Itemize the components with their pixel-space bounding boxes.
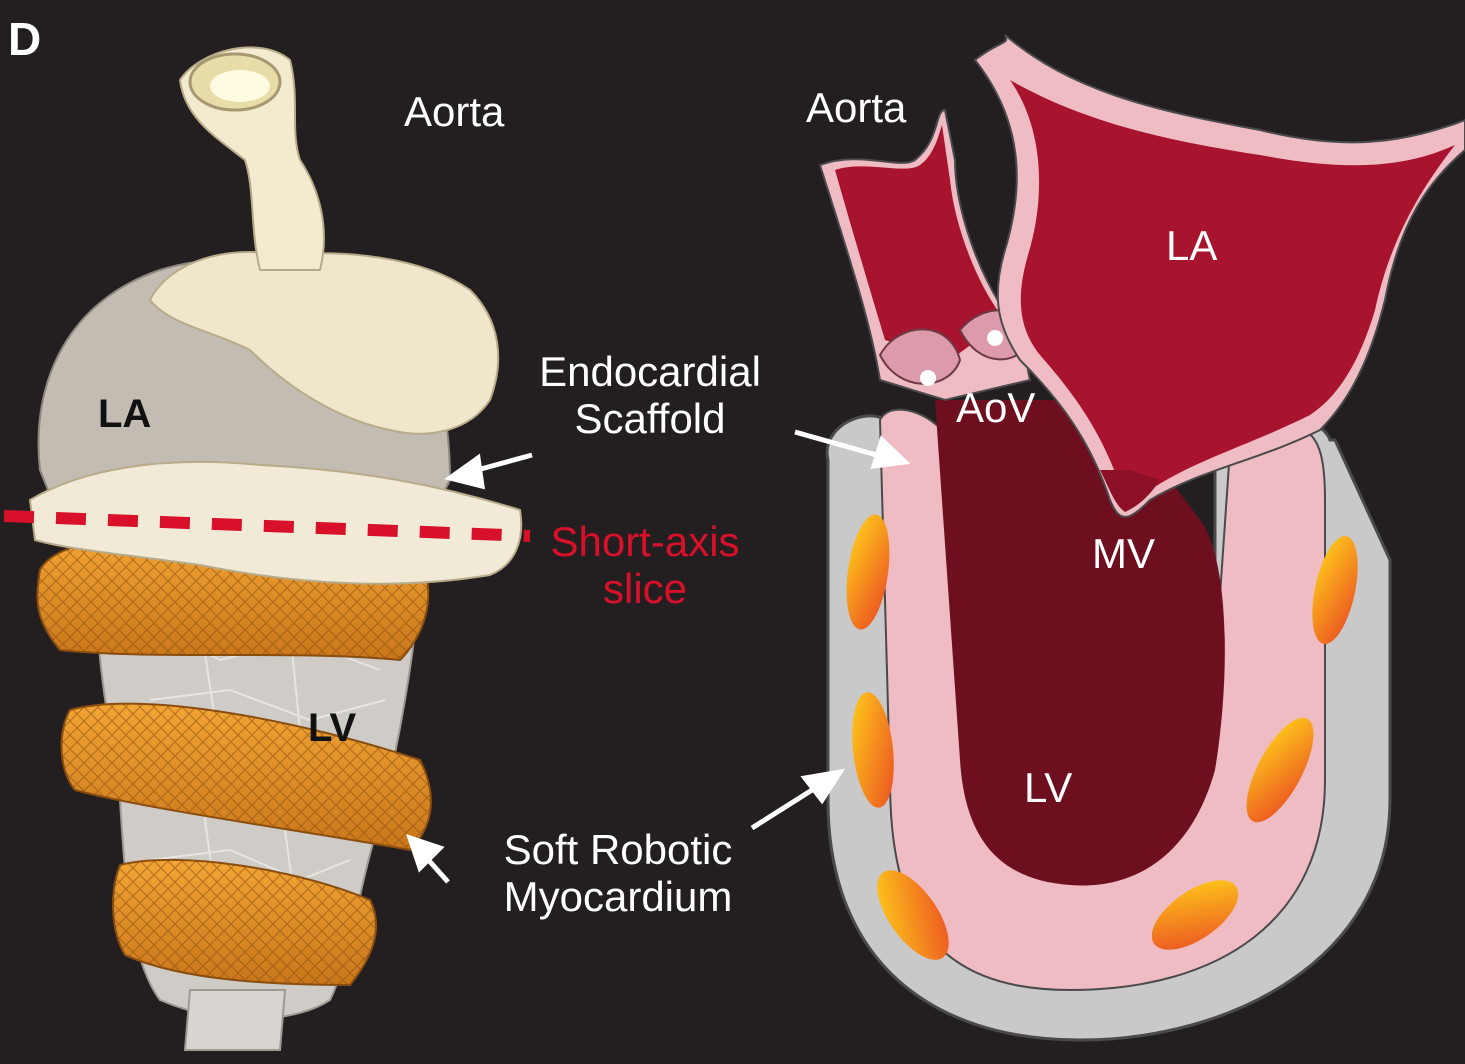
scaffold-label: Endocardial Scaffold [520, 348, 780, 442]
actuator-bands [36, 533, 432, 987]
myocardium-label: Soft Robotic Myocardium [478, 826, 758, 920]
photo-aorta-label: Aorta [404, 88, 505, 135]
heart-schematic [818, 34, 1465, 1042]
photo-la-label: LA [98, 392, 152, 436]
photo-lv-label: LV [308, 706, 357, 750]
scaffold-label-line2: Scaffold [574, 395, 726, 443]
arrow-to-schematic-myocardium [750, 782, 822, 831]
arrow-to-schematic-scaffold [794, 429, 881, 459]
soft-actuators [846, 514, 1358, 960]
short-axis-slice-label: Short-axis slice [530, 518, 760, 612]
schematic-aorta-label: Aorta [806, 84, 907, 131]
schematic-mv-label: MV [1092, 530, 1155, 577]
myocardium-label-line2: Myocardium [503, 873, 733, 921]
slice-label-line2: slice [602, 565, 688, 613]
scaffold-label-line1: Endocardial [539, 348, 761, 395]
short-axis-slice-line [3, 510, 531, 542]
lv-cavity-shape [935, 400, 1225, 886]
heart-photo [28, 46, 523, 1051]
schematic-la-label: LA [1166, 222, 1218, 269]
mitral-valve-shape [1100, 470, 1160, 512]
schematic-lv-label: LV [1024, 764, 1073, 811]
myocardium-label-line1: Soft Robotic [503, 826, 733, 873]
annotation-arrows [406, 429, 911, 884]
panel-letter: D [8, 13, 42, 65]
schematic-aov-label: AoV [956, 384, 1036, 431]
bottom-tube-shape [183, 989, 287, 1051]
slice-label-line1: Short-axis [550, 518, 740, 565]
